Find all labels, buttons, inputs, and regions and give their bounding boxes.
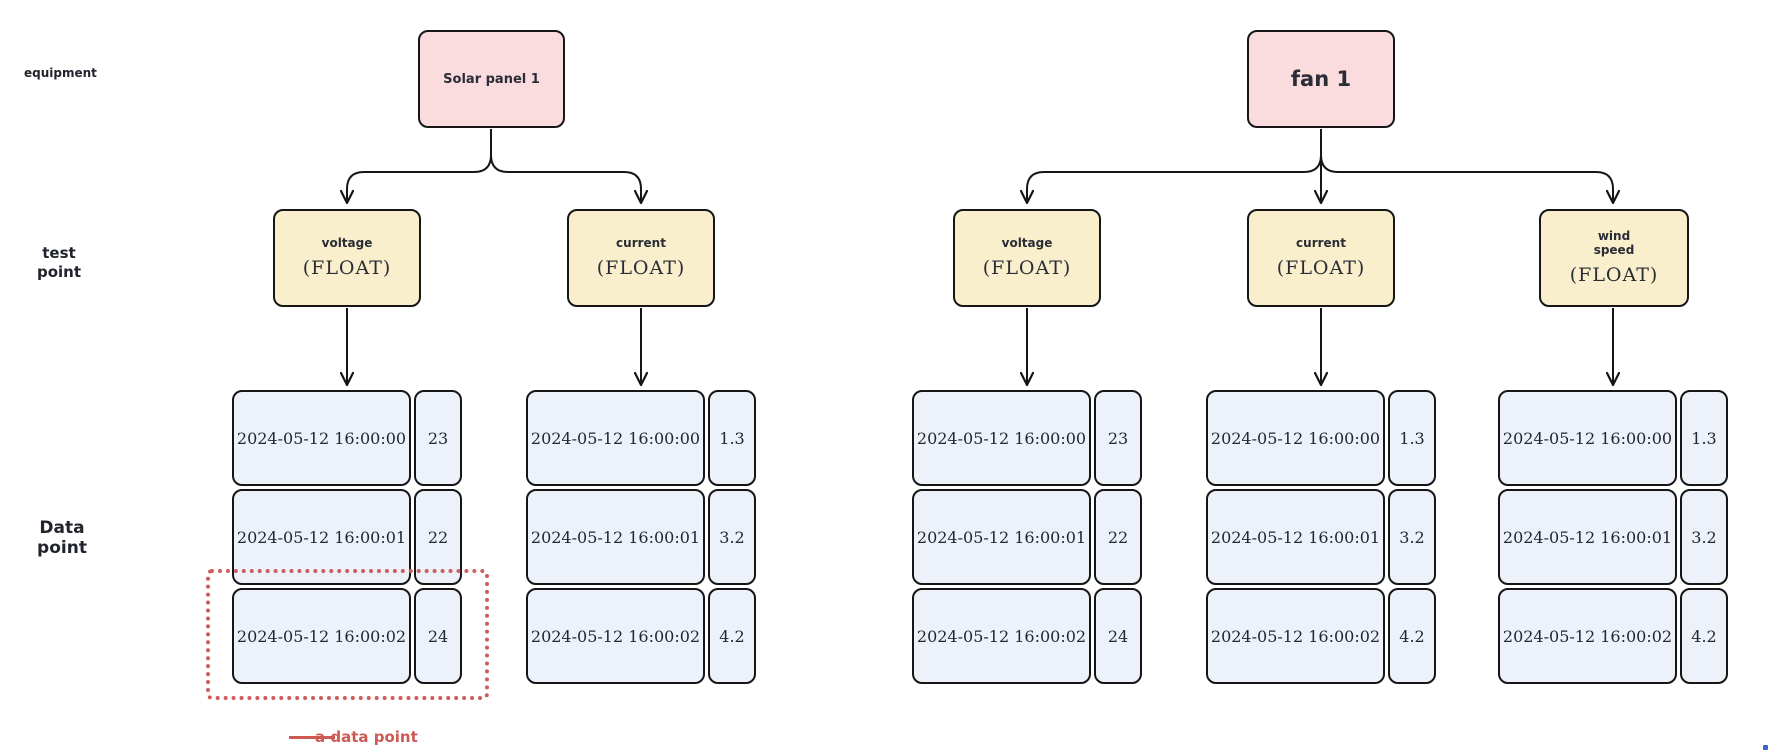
equipment-node-label: Solar panel 1	[443, 71, 540, 87]
row-label-equipment: equipment	[24, 66, 97, 80]
data-cell-value: 23	[414, 390, 462, 486]
data-cell-time: 2024-05-12 16:00:01	[526, 489, 705, 585]
test-point-node-fan-current: current (FLOAT)	[1247, 209, 1395, 307]
data-cell-value: 4.2	[1388, 588, 1436, 684]
data-cell-value: 23	[1094, 390, 1142, 486]
data-cell-value: 4.2	[1680, 588, 1728, 684]
equipment-node-fan-1: fan 1	[1247, 30, 1395, 128]
edge-solar-to-voltage	[347, 129, 492, 202]
data-cell-time: 2024-05-12 16:00:00	[1206, 390, 1385, 486]
data-cell-time: 2024-05-12 16:00:01	[1206, 489, 1385, 585]
data-cell-value: 3.2	[708, 489, 756, 585]
test-point-name: voltage	[1001, 235, 1053, 250]
data-cell-time: 2024-05-12 16:00:02	[1498, 588, 1677, 684]
edge-fan-to-windspeed	[1320, 129, 1613, 202]
test-point-type: (FLOAT)	[302, 257, 392, 280]
data-cell-time: 2024-05-12 16:00:00	[1498, 390, 1677, 486]
row-label-data-point: Data point	[37, 518, 87, 559]
data-point-highlight-rect	[206, 569, 489, 700]
test-point-type: (FLOAT)	[1276, 257, 1366, 280]
data-cell-value: 4.2	[708, 588, 756, 684]
data-cell-time: 2024-05-12 16:00:01	[912, 489, 1091, 585]
test-point-name: wind speed	[1593, 228, 1635, 257]
data-cell-time: 2024-05-12 16:00:02	[1206, 588, 1385, 684]
equipment-node-label: fan 1	[1290, 67, 1352, 91]
data-cell-value: 1.3	[1388, 390, 1436, 486]
test-point-name: current	[616, 235, 666, 250]
data-cell-time: 2024-05-12 16:00:01	[1498, 489, 1677, 585]
test-point-name: voltage	[321, 235, 373, 250]
test-point-name: current	[1296, 235, 1346, 250]
annotation-leader-line	[289, 736, 335, 739]
equipment-node-solar-panel-1: Solar panel 1	[418, 30, 565, 128]
annotation-label: a data point	[315, 728, 418, 746]
test-point-type: (FLOAT)	[596, 257, 686, 280]
edge-fan-to-voltage	[1027, 129, 1322, 202]
data-cell-time: 2024-05-12 16:00:02	[526, 588, 705, 684]
data-cell-value: 24	[1094, 588, 1142, 684]
data-cell-time: 2024-05-12 16:00:00	[526, 390, 705, 486]
data-cell-value: 1.3	[1680, 390, 1728, 486]
test-point-type: (FLOAT)	[982, 257, 1072, 280]
test-point-node-solar-current: current (FLOAT)	[567, 209, 715, 307]
data-cell-time: 2024-05-12 16:00:00	[232, 390, 411, 486]
data-cell-value: 1.3	[708, 390, 756, 486]
data-cell-value: 3.2	[1680, 489, 1728, 585]
test-point-type: (FLOAT)	[1569, 264, 1659, 287]
data-cell-value: 22	[1094, 489, 1142, 585]
data-cell-value: 3.2	[1388, 489, 1436, 585]
edge-solar-to-current	[490, 129, 641, 202]
data-cell-time: 2024-05-12 16:00:00	[912, 390, 1091, 486]
data-cell-time: 2024-05-12 16:00:02	[912, 588, 1091, 684]
data-cell-value: 24	[414, 588, 462, 684]
data-cell-time: 2024-05-12 16:00:02	[232, 588, 411, 684]
test-point-node-fan-wind-speed: wind speed (FLOAT)	[1539, 209, 1689, 307]
test-point-node-fan-voltage: voltage (FLOAT)	[953, 209, 1101, 307]
row-label-test-point: test point	[36, 244, 82, 281]
corner-artifact-dot	[1763, 745, 1768, 750]
test-point-node-solar-voltage: voltage (FLOAT)	[273, 209, 421, 307]
